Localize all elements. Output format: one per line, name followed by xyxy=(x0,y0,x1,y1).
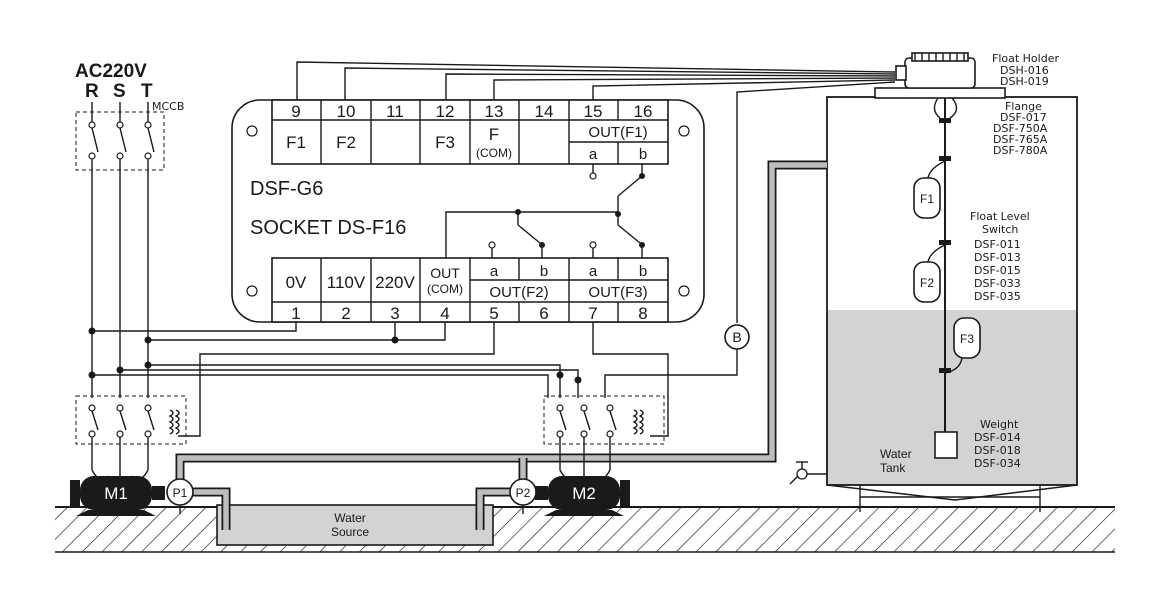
b-marker: B xyxy=(724,324,750,350)
out-f1-a: a xyxy=(589,146,598,163)
out-f3-a: a xyxy=(589,263,598,280)
func-220v: 220V xyxy=(375,273,415,292)
func-0v: 0V xyxy=(286,273,307,292)
float-holder-model-2: DSH-019 xyxy=(1000,75,1049,88)
out-f2-a: a xyxy=(490,263,499,280)
float-f1-label: F1 xyxy=(920,192,934,206)
pump-p2-label: P2 xyxy=(516,486,531,500)
pin-5: 5 xyxy=(489,304,498,323)
float-holder-labels: Float Holder DSH-016 DSH-019 xyxy=(992,52,1059,88)
weight-model-3: DSF-034 xyxy=(974,457,1021,470)
water-tank: Water Tank xyxy=(826,87,1078,512)
out-f2-b: b xyxy=(540,263,548,280)
float-switch-model-2: DSF-013 xyxy=(974,251,1021,264)
out-f3-label: OUT(F3) xyxy=(588,284,647,301)
pin-6: 6 xyxy=(539,304,548,323)
float-switch-title-1: Float Level xyxy=(970,210,1030,223)
power-title: AC220V xyxy=(75,61,147,82)
out-f1-b: b xyxy=(639,146,647,163)
phase-r: R xyxy=(85,81,99,102)
float-f2-icon xyxy=(913,261,941,303)
flange-title: Flange xyxy=(1005,100,1042,113)
func-com-label: (COM) xyxy=(476,146,512,160)
phase-t: T xyxy=(141,81,153,102)
pump-p1-icon: P1 xyxy=(166,478,194,514)
func-out-com: OUT xyxy=(430,265,460,281)
float-switch-model-3: DSF-015 xyxy=(974,264,1021,277)
water-source-label-2: Source xyxy=(331,525,369,539)
flange-model-4: DSF-780A xyxy=(993,144,1048,157)
motor-m2-label: M2 xyxy=(572,484,596,503)
float-level-switch-icon: F1 F2 F3 xyxy=(913,97,981,459)
pin-7: 7 xyxy=(588,304,597,323)
pin-9: 9 xyxy=(291,102,300,121)
float-f3-label: F3 xyxy=(960,332,974,346)
pin-12: 12 xyxy=(436,102,455,121)
float-switch-model-4: DSF-033 xyxy=(974,277,1021,290)
flange-model-3: DSF-765A xyxy=(993,133,1048,146)
out-f1-label: OUT(F1) xyxy=(588,124,647,141)
func-110v: 110V xyxy=(327,273,366,292)
pump-p1-label: P1 xyxy=(173,486,188,500)
weight-labels: Weight DSF-014 DSF-018 DSF-034 xyxy=(974,418,1021,470)
pump-p2-icon: P2 xyxy=(509,478,537,514)
pin-10: 10 xyxy=(337,102,356,121)
float-holder-title: Float Holder xyxy=(992,52,1059,65)
mccb-label: MCCB xyxy=(152,100,184,113)
flange-model-1: DSF-017 xyxy=(1000,111,1047,124)
pin-11: 11 xyxy=(386,102,404,121)
float-f2-label: F2 xyxy=(920,276,934,290)
func-f2: F2 xyxy=(336,133,356,152)
pin-2: 2 xyxy=(341,304,350,323)
relay-contacts xyxy=(445,164,645,258)
func-f3: F3 xyxy=(435,133,455,152)
motor-m1-label: M1 xyxy=(104,484,128,503)
func-out-com-label: (COM) xyxy=(427,282,463,296)
pin-14: 14 xyxy=(535,102,554,121)
water-source-pit: Water Source xyxy=(216,500,494,546)
weight-title: Weight xyxy=(980,418,1019,431)
pin-1: 1 xyxy=(291,304,300,323)
b-marker-label: B xyxy=(732,329,741,345)
pin-13: 13 xyxy=(485,102,504,121)
controller-model: DSF-G6 xyxy=(250,178,323,200)
float-switch-labels: Float Level Switch DSF-011 DSF-013 DSF-0… xyxy=(970,210,1030,303)
power-supply: AC220V R S T MCCB xyxy=(75,61,184,171)
pin-8: 8 xyxy=(638,304,647,323)
float-switch-model-1: DSF-011 xyxy=(974,238,1021,251)
controller-dsf-g6: 9 10 11 12 13 14 15 16 F1 F2 F3 F (COM) … xyxy=(231,99,705,323)
weight-model-2: DSF-018 xyxy=(974,444,1021,457)
float-switch-model-5: DSF-035 xyxy=(974,290,1021,303)
controller-socket: SOCKET DS-F16 xyxy=(250,217,406,239)
func-f-com: F xyxy=(489,125,499,144)
main-wiring xyxy=(88,102,738,437)
pin-16: 16 xyxy=(634,102,653,121)
contactor-2 xyxy=(543,395,665,481)
sensor-cables xyxy=(296,61,896,323)
contactor-1 xyxy=(75,395,187,481)
flange-model-2: DSF-750A xyxy=(993,122,1048,135)
flange-labels: Flange DSF-017 DSF-750A DSF-765A DSF-780… xyxy=(993,100,1048,157)
weight-icon xyxy=(934,431,958,459)
pin-3: 3 xyxy=(390,304,399,323)
water-source-label-1: Water xyxy=(334,511,366,525)
water-tank-label-2: Tank xyxy=(880,461,906,475)
drain-valve-icon xyxy=(789,461,827,485)
float-holder-icon xyxy=(895,52,976,89)
weight-model-1: DSF-014 xyxy=(974,431,1021,444)
float-switch-title-2: Switch xyxy=(982,223,1018,236)
pin-15: 15 xyxy=(584,102,603,121)
pin-4: 4 xyxy=(440,304,449,323)
func-f1: F1 xyxy=(286,133,306,152)
float-f3-icon xyxy=(953,317,981,359)
motor-m1-icon: M1 xyxy=(70,476,165,516)
water-tank-label-1: Water xyxy=(880,447,912,461)
out-f2-label: OUT(F2) xyxy=(489,284,548,301)
float-holder-model-1: DSH-016 xyxy=(1000,64,1049,77)
float-f1-icon xyxy=(913,177,941,219)
phase-s: S xyxy=(113,81,126,102)
out-f3-b: b xyxy=(639,263,647,280)
motor-m2-icon: M2 xyxy=(535,476,630,516)
